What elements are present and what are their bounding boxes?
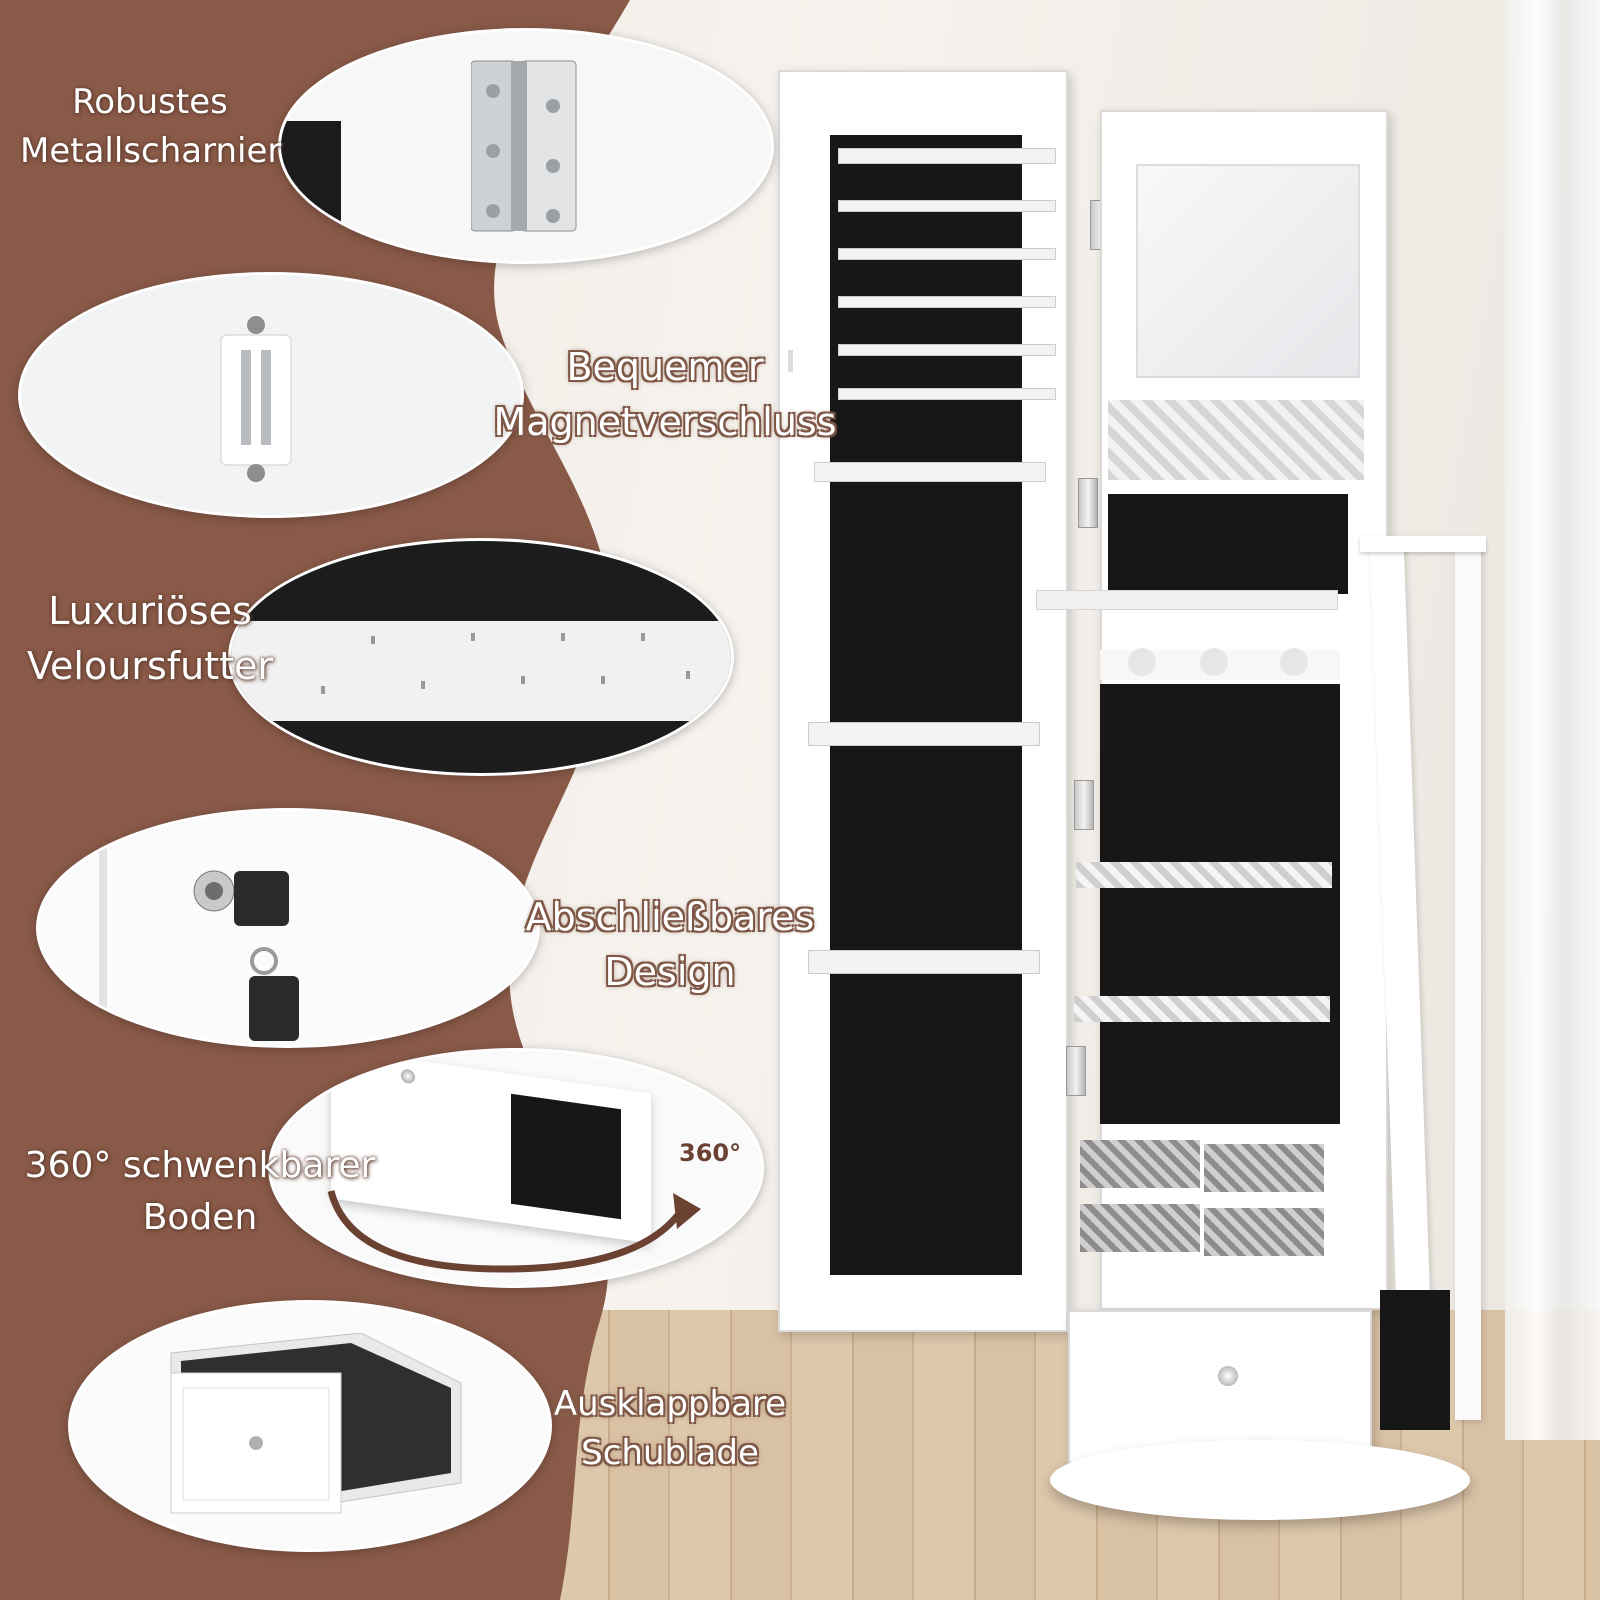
hook [421,681,425,689]
hook-bar [808,722,1040,746]
feature-label-hinge: Robustes Metallscharnier [20,78,282,177]
crystal-knob [1218,1366,1238,1386]
fold-out-drawer-icon [170,1333,462,1514]
hook-bar [814,462,1046,482]
feature-oval-velvet [228,538,734,776]
side-storage-bin [1380,1290,1450,1430]
earring-rail [838,148,1056,164]
hook [686,671,690,679]
velvet-back [1108,494,1348,594]
hook [321,686,325,694]
rotating-base [1050,1440,1470,1520]
feature-label-rotation: 360° schwenkbarer Boden [0,1140,400,1244]
feature-label-drawer: Ausklappbare Schublade [510,1380,830,1479]
necklace-knob [1280,648,1308,676]
label-line: Robustes [72,82,228,122]
feature-oval-drawer [68,1300,552,1552]
feature-oval-magnet [18,272,524,518]
ring-tray [1108,400,1364,480]
small-drawer [1204,1144,1324,1192]
label-line: Boden [142,1197,258,1239]
hinge [1078,478,1098,528]
small-drawer [1080,1204,1200,1252]
magnet-latch-icon [220,316,292,482]
feature-oval-lock [36,808,540,1048]
label-line: Veloursfutter [27,644,273,689]
small-drawer [1204,1208,1324,1256]
metal-hinge-icon [471,60,577,232]
cabinet-door [778,70,1068,1332]
feature-oval-rotation: 360° [268,1048,764,1288]
earring-rail [838,248,1056,260]
label-line: Abschließbares [525,895,815,939]
feature-label-lock: Abschließbares Design [500,890,840,1000]
velvet-edge [281,121,341,241]
hook [641,633,645,641]
hinge [1074,780,1094,830]
small-drawer [1080,1140,1200,1188]
hook-bar [231,621,731,721]
earring-rail [838,344,1056,356]
side-frame [1455,540,1481,1420]
shelf [1036,590,1338,610]
hook [471,633,475,641]
label-line: Magnetverschluss [493,400,837,445]
feature-label-velvet: Luxuriöses Veloursfutter [20,584,280,694]
acrylic-shelf [1074,996,1330,1022]
label-line: 360° schwenkbarer [24,1145,376,1186]
acrylic-shelf [1076,862,1332,888]
hook [601,676,605,684]
feature-oval-hinge [278,28,774,264]
necklace-knob [1200,648,1228,676]
door-velvet-panel [830,135,1022,1275]
label-line: Schublade [581,1433,759,1474]
magnet-plate [788,350,793,372]
hook [561,633,565,641]
label-line: Luxuriöses [48,589,252,633]
label-line: Bequemer [566,345,764,389]
rotation-badge: 360° [679,1139,742,1167]
hook [521,676,525,684]
curtain [1505,0,1600,1440]
hook [371,636,375,644]
door-edge [99,841,107,1021]
velvet-back [1100,684,1340,1124]
earring-rail [838,388,1056,400]
top-tray [1360,536,1486,552]
hinge [1066,1046,1086,1096]
earring-rail [838,296,1056,308]
label-line: Design [604,950,736,995]
feature-label-magnet: Bequemer Magnetverschluss [480,340,850,450]
bottom-drawer [1068,1310,1372,1464]
label-line: Ausklappbare [553,1384,787,1424]
necklace-knob [1128,648,1156,676]
label-line: Metallscharnier [20,131,282,172]
crystal-knob [401,1068,415,1085]
lock-and-key-icon [193,870,299,1041]
earring-rail [838,200,1056,212]
hook-bar [808,950,1040,974]
cabinet-body [1036,110,1388,1310]
inner-mirror [1136,164,1360,378]
rotation-arrow-icon [327,1190,701,1273]
